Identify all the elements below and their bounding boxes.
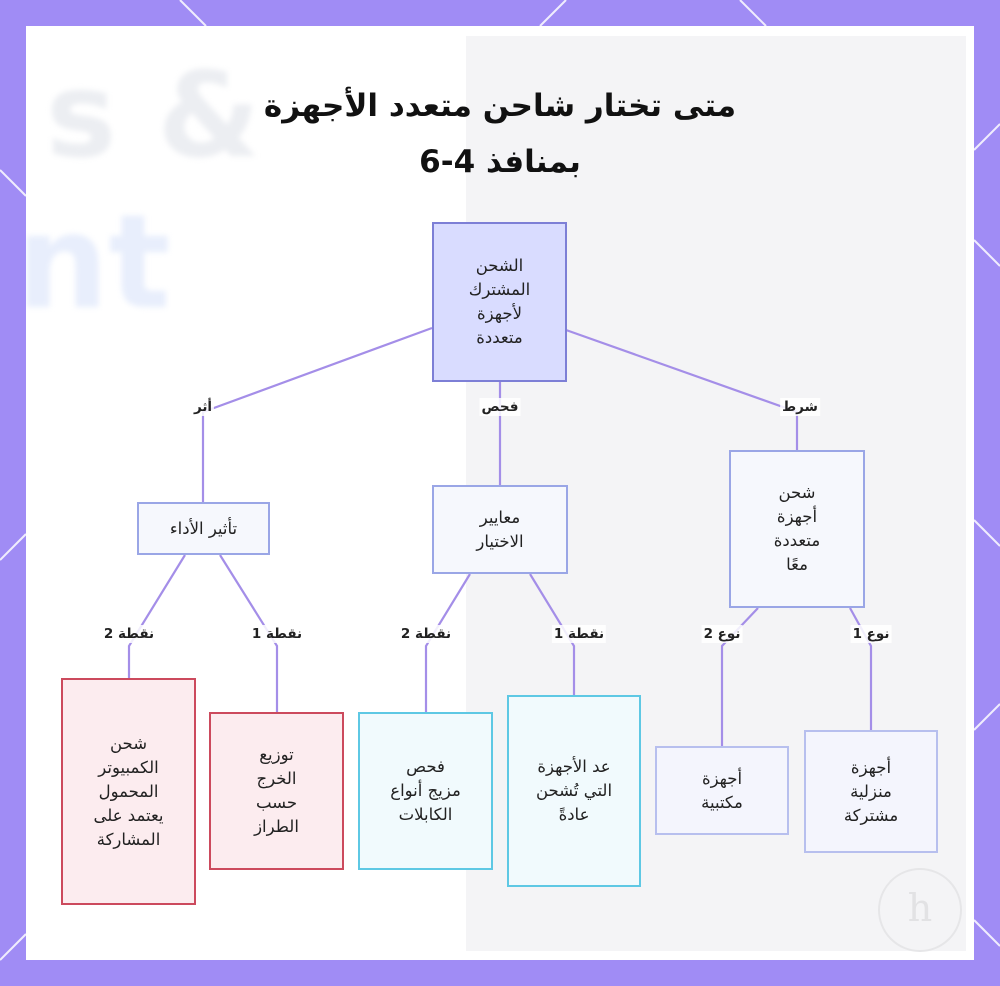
edge-root-impact (201, 326, 433, 502)
node-count-devices: عد الأجهزة التي تُشحن عادةً (507, 695, 641, 887)
edge-label-effect: أثر (191, 398, 215, 416)
edge-label-point1-impact: نقطة 1 (249, 625, 305, 643)
edge-impact-output (219, 554, 279, 712)
edge-impact-laptop (127, 554, 186, 678)
edge-condition-office (720, 607, 759, 746)
node-root: الشحن المشترك لأجهزة متعددة (432, 222, 567, 382)
edge-condition-home (849, 607, 873, 730)
edge-label-type1: نوع 1 (850, 625, 892, 643)
node-condition: شحن أجهزة متعددة معًا (729, 450, 865, 608)
edge-label-check: فحص (479, 398, 521, 416)
node-impact: تأثير الأداء (137, 502, 270, 555)
background-text-top: s & (46, 46, 261, 184)
node-home-devices: أجهزة منزلية مشتركة (804, 730, 938, 853)
edge-label-point1-criteria: نقطة 1 (551, 625, 607, 643)
node-criteria: معايير الاختيار (432, 485, 568, 574)
page-title: متى تختار شاحن متعدد الأجهزة بمنافذ 4-6 (0, 78, 1000, 190)
node-output-distribution: توزيع الخرج حسب الطراز (209, 712, 344, 870)
title-line-2: بمنافذ 4-6 (419, 144, 581, 180)
title-line-1: متى تختار شاحن متعدد الأجهزة (263, 88, 737, 124)
node-laptop-sharing: شحن الكمبيوتر المحمول يعتمد على المشاركة (61, 678, 196, 905)
edge-label-type2: نوع 2 (701, 625, 743, 643)
edge-criteria-count (529, 573, 576, 695)
edge-label-point2-impact: نقطة 2 (101, 625, 157, 643)
node-cable-mix: فحص مزيج أنواع الكابلات (358, 712, 493, 870)
edge-criteria-cables (424, 573, 471, 712)
edge-label-condition: شرط (780, 398, 820, 416)
background-text-mid: nt (26, 186, 171, 338)
edge-root-condition (565, 328, 799, 450)
watermark-logo: h (878, 868, 962, 952)
watermark-glyph: h (907, 886, 933, 930)
node-office-devices: أجهزة مكتبية (655, 746, 789, 835)
edge-label-point2-criteria: نقطة 2 (398, 625, 454, 643)
